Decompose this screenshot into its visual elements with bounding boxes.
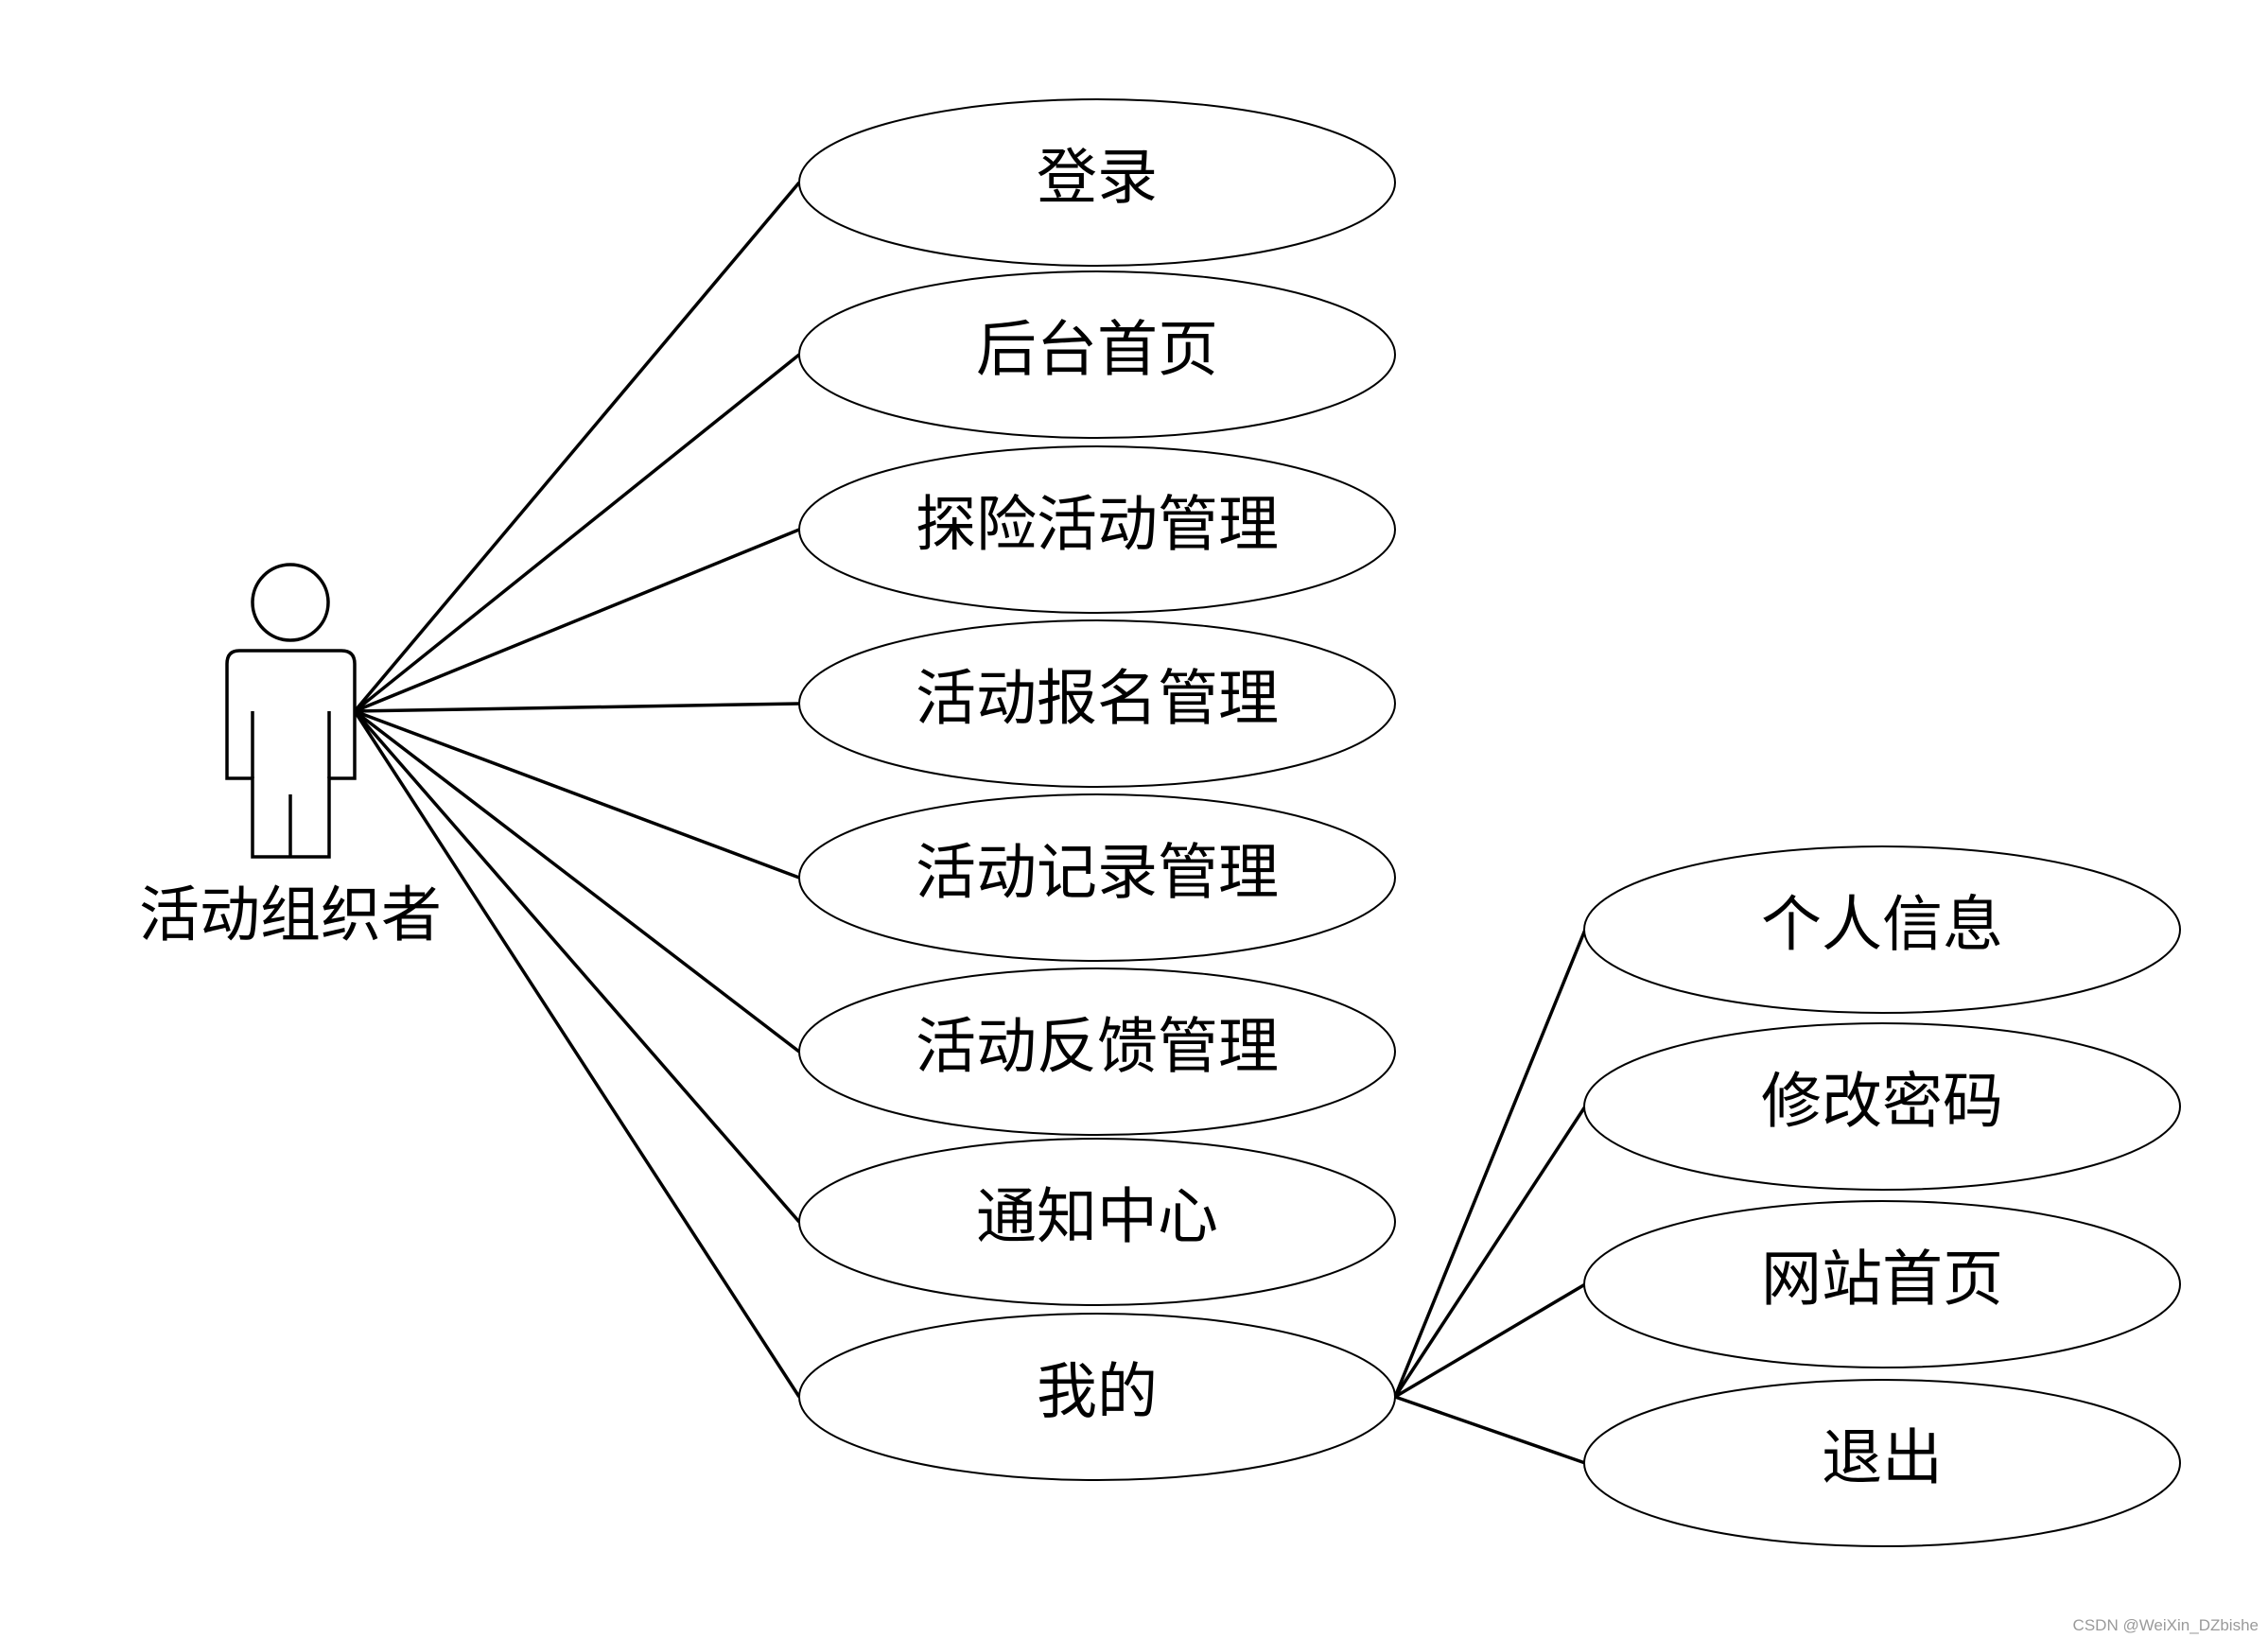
use-case-logout[interactable]: 退出 (1583, 1379, 2181, 1547)
use-case-change-password[interactable]: 修改密码 (1583, 1022, 2181, 1191)
association-line (1394, 1395, 1586, 1465)
actor-label: 活动组织者 (139, 881, 442, 951)
use-case-feedback-management[interactable]: 活动反馈管理 (798, 967, 1396, 1136)
actor: 活动组织者 (139, 563, 442, 951)
use-case-dashboard[interactable]: 后台首页 (798, 270, 1396, 439)
association-line (353, 709, 801, 1224)
sub-associations (1393, 929, 1587, 1465)
use-case-site-home[interactable]: 网站首页 (1583, 1200, 2181, 1368)
use-case-registration-management[interactable]: 活动报名管理 (798, 619, 1396, 788)
use-case-label: 我的 (1037, 1358, 1158, 1428)
use-case-notification-center[interactable]: 通知中心 (798, 1138, 1396, 1306)
use-case-label: 探险活动管理 (916, 491, 1279, 561)
main-use-cases: 登录 后台首页 探险活动管理 活动报名管理 活动记录管理 活动反馈管理 通知中心 (798, 98, 1396, 1481)
use-case-label: 退出 (1822, 1424, 1943, 1494)
association-line (1393, 929, 1587, 1398)
use-case-mine[interactable]: 我的 (798, 1313, 1396, 1481)
use-case-personal-info[interactable]: 个人信息 (1583, 845, 2181, 1014)
use-case-label: 网站首页 (1761, 1246, 2003, 1316)
actor-associations (353, 181, 801, 1398)
watermark: CSDN @WeiXin_DZbishe (2073, 1616, 2259, 1634)
use-case-label: 通知中心 (976, 1183, 1218, 1253)
sub-use-cases: 个人信息 修改密码 网站首页 退出 (1583, 845, 2181, 1547)
association-line (354, 709, 800, 880)
use-case-adventure-activity-management[interactable]: 探险活动管理 (798, 445, 1396, 614)
use-case-label: 活动报名管理 (916, 665, 1279, 735)
stick-figure-icon (225, 563, 357, 859)
use-case-label: 活动反馈管理 (916, 1013, 1279, 1083)
use-case-label: 活动记录管理 (916, 839, 1279, 909)
use-case-record-management[interactable]: 活动记录管理 (798, 793, 1396, 962)
association-line (354, 528, 800, 713)
use-case-label: 个人信息 (1761, 891, 2003, 961)
association-line (353, 709, 801, 1054)
association-line (354, 702, 800, 713)
association-line (1394, 1282, 1586, 1399)
use-case-login[interactable]: 登录 (798, 98, 1396, 267)
association-line (1393, 1106, 1587, 1398)
association-line (353, 710, 801, 1398)
association-line (353, 181, 801, 713)
association-line (353, 353, 801, 713)
use-case-label: 修改密码 (1761, 1068, 2003, 1138)
use-case-label: 登录 (1037, 144, 1158, 214)
use-case-label: 后台首页 (976, 316, 1218, 386)
